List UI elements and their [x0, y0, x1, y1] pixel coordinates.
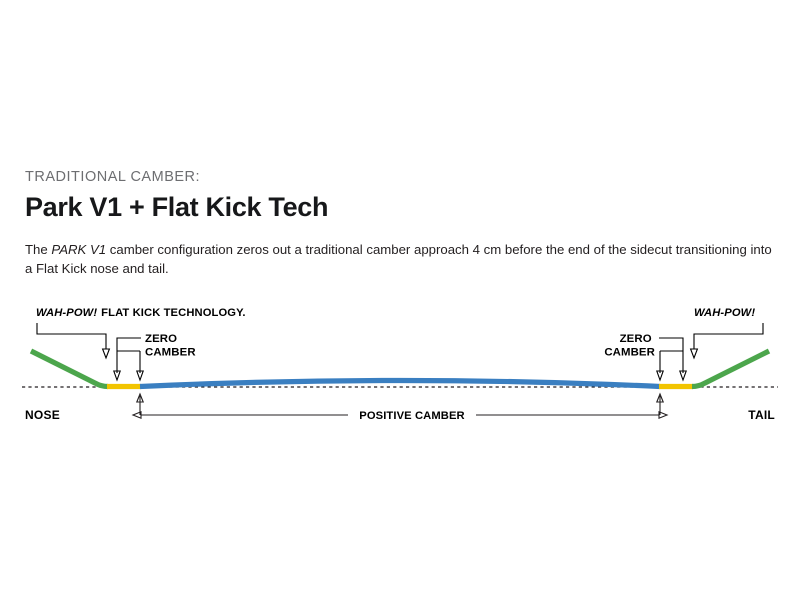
eyebrow-label: TRADITIONAL CAMBER:: [25, 169, 201, 185]
positive-camber-arrow-left: [131, 410, 142, 420]
zero-camber-right-line2: CAMBER: [604, 347, 655, 359]
wah-pow-right-leader: [693, 323, 764, 349]
flat-kick-rest-text: FLAT KICK TECHNOLOGY.: [101, 307, 245, 319]
zero-camber-right-bracket: [659, 350, 684, 360]
positive-camber-arrow-right: [658, 410, 669, 420]
positive-camber-label: POSITIVE CAMBER: [359, 410, 465, 422]
zero-camber-left-label: ZERO CAMBER: [145, 333, 196, 359]
flat-kick-arrowhead: [101, 348, 111, 360]
zero-camber-left-bracket: [116, 350, 141, 360]
positive-camber-uparrow-left: [135, 392, 145, 403]
wah-pow-right-arrowhead: [689, 348, 699, 360]
positive-camber-uparrow-right: [655, 392, 665, 403]
zero-camber-right-line1: ZERO: [620, 333, 652, 345]
flat-kick-technology-label: WAH-POW! FLAT KICK TECHNOLOGY.: [36, 307, 246, 319]
flat-kick-leader-line: [36, 323, 107, 349]
tail-label: TAIL: [748, 408, 775, 422]
page-title: Park V1 + Flat Kick Tech: [25, 191, 329, 222]
zero-camber-right-label: ZERO CAMBER: [604, 333, 655, 359]
zero-camber-left-line2: CAMBER: [145, 347, 196, 359]
profile-positive-camber: [139, 377, 661, 390]
profile-tail-kick: [691, 348, 771, 390]
zero-camber-left-leader: [116, 337, 141, 351]
description-part2: camber configuration zeros out a traditi…: [25, 242, 772, 277]
zero-camber-right-leader: [659, 337, 684, 351]
text-block: TRADITIONAL CAMBER: Park V1 + Flat Kick …: [25, 169, 780, 278]
nose-label: NOSE: [25, 408, 60, 422]
zero-camber-left-line1: ZERO: [145, 333, 177, 345]
wah-pow-right-label: WAH-POW!: [694, 307, 755, 319]
description-emphasis: PARK V1: [51, 242, 107, 258]
profile-nose-kick: [29, 348, 109, 390]
description-part1: The: [25, 242, 52, 258]
description-paragraph: The PARK V1 camber configuration zeros o…: [25, 240, 777, 278]
wah-pow-left-text: WAH-POW!: [36, 307, 97, 319]
camber-diagram: WAH-POW! FLAT KICK TECHNOLOGY. ZERO CAMBE…: [0, 288, 800, 438]
